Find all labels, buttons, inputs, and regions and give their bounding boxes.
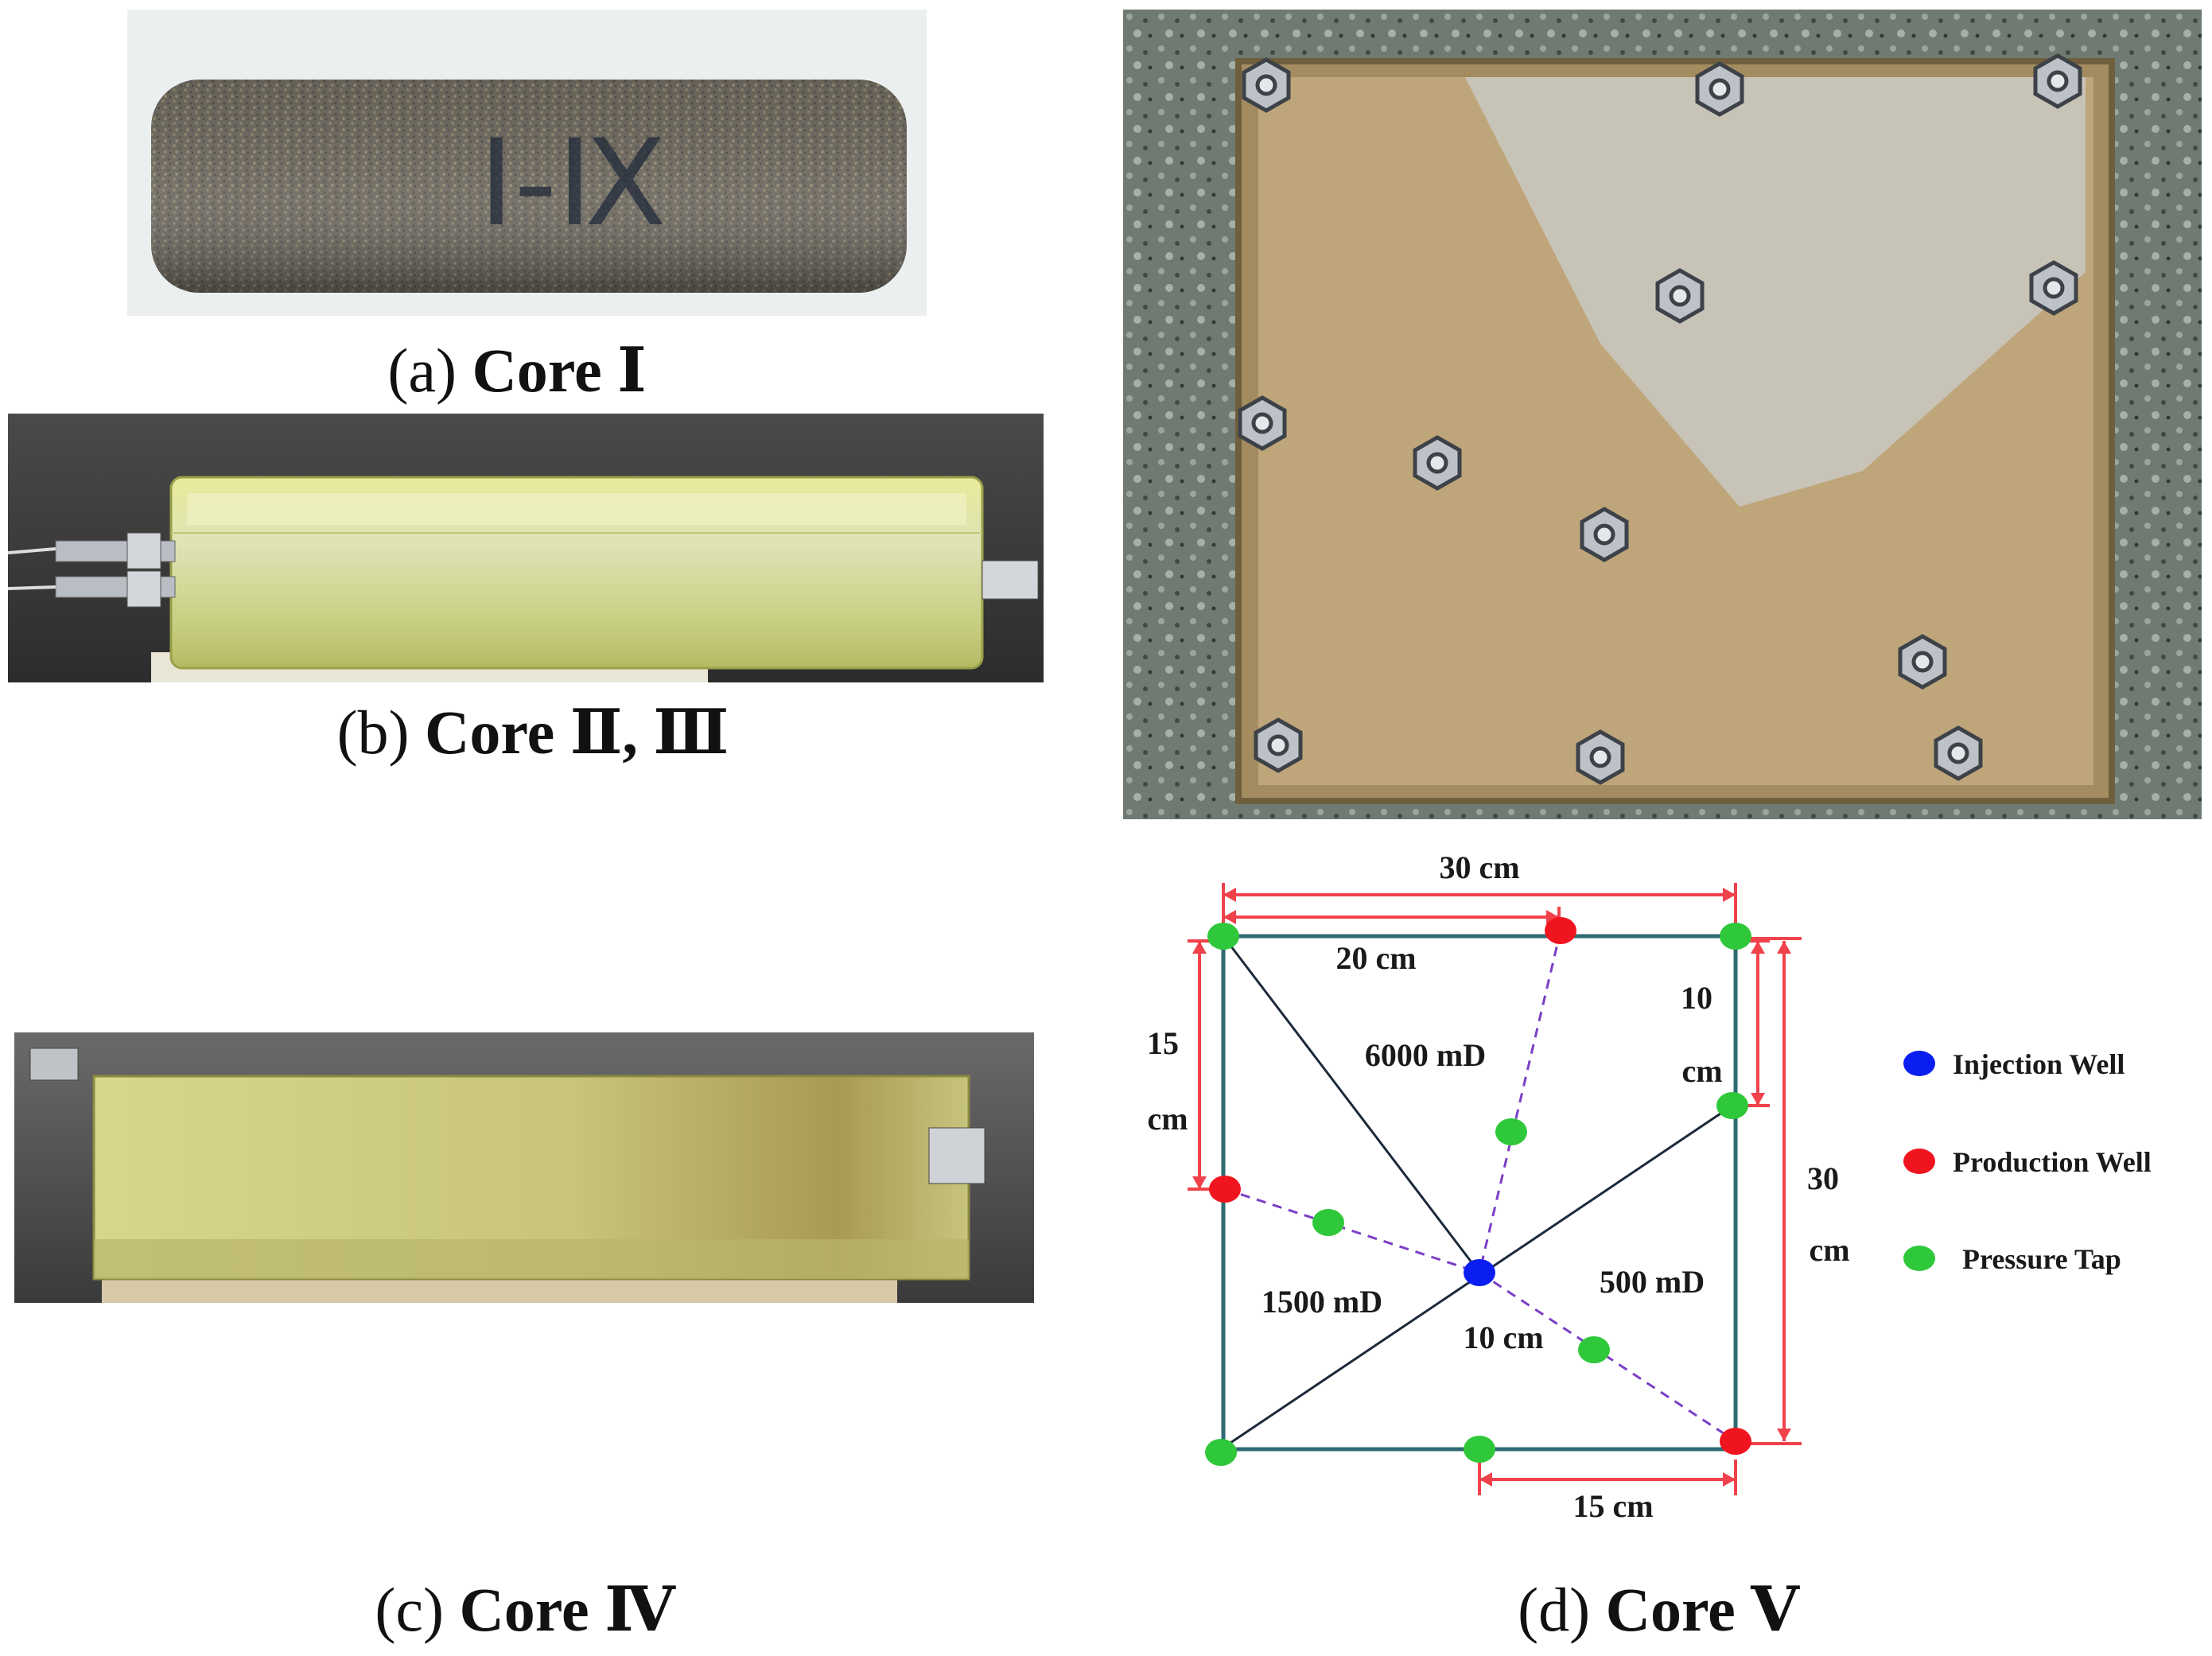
core-iv-photo xyxy=(14,1032,1034,1303)
legend-pressure-tap-label: Pressure Tap xyxy=(1962,1243,2121,1275)
pressure-tap-marker xyxy=(1716,1092,1748,1119)
legend-production-label: Production Well xyxy=(1953,1146,2152,1178)
fitting-right xyxy=(982,560,1039,600)
caption-core-v: (d) Core Ⅴ xyxy=(1483,1573,1833,1646)
dimension-arrowhead xyxy=(1723,888,1736,902)
zone-divider-line xyxy=(1222,935,1481,1273)
fitting-left xyxy=(8,532,176,608)
pressure-tap-marker xyxy=(1495,1118,1527,1145)
dimension-arrowhead xyxy=(1479,1472,1492,1487)
well-markers xyxy=(1205,917,1751,1466)
caption-core-ii-iii: (b) Core Ⅱ, Ⅲ xyxy=(294,696,772,768)
caption-letter: (c) xyxy=(375,1575,444,1644)
pressure-tap-marker xyxy=(1578,1336,1610,1363)
dimension-arrowhead xyxy=(1223,888,1236,902)
core-v-photo xyxy=(1123,10,2202,819)
fracture-dashed-line xyxy=(1479,1271,1736,1443)
well-fitting xyxy=(1413,435,1462,491)
caption-letter: (d) xyxy=(1518,1575,1591,1644)
caption-letter: (b) xyxy=(336,698,410,767)
caption-letter: (a) xyxy=(387,336,457,405)
dimension-arrowhead xyxy=(1223,910,1236,924)
core-ii-iii-photo xyxy=(8,414,1044,682)
core-i-photo: Ⅰ-Ⅸ xyxy=(127,10,927,316)
long-core-image xyxy=(14,1032,1034,1303)
legend-injection-marker xyxy=(1903,1051,1935,1076)
well-fitting xyxy=(2029,260,2078,316)
dim-right-outer-value-label: 30 xyxy=(1807,1160,1839,1196)
dimension-arrowhead xyxy=(1777,941,1791,954)
production-well-marker xyxy=(1545,917,1576,944)
caption-core-iv: (c) Core Ⅳ xyxy=(350,1573,700,1646)
well-fitting xyxy=(1695,61,1744,117)
core-marking-text: Ⅰ-Ⅸ xyxy=(479,115,667,253)
well-fitting xyxy=(1934,725,1983,781)
dim-left-value-label: 15 xyxy=(1147,1025,1179,1061)
dim-left-unit-label: cm xyxy=(1147,1101,1188,1137)
dimension-arrowhead xyxy=(1777,1429,1791,1441)
caption-core-i: (a) Core Ⅰ xyxy=(350,334,684,406)
pressure-tap-marker xyxy=(1207,923,1239,950)
zone-right-permeability-label: 500 mD xyxy=(1600,1264,1705,1300)
fracture-dashed-line xyxy=(1478,930,1562,1273)
legend: Injection Well Production Well Pressure … xyxy=(1903,1048,2152,1275)
well-fitting xyxy=(1576,729,1625,785)
dimension-arrowhead xyxy=(1751,941,1765,954)
caption-name: Core Ⅱ, Ⅲ xyxy=(425,698,729,767)
sandpack-model-image xyxy=(1123,10,2202,819)
dimension-arrowhead xyxy=(1546,910,1559,924)
model-boundary xyxy=(1221,934,1738,1452)
caption-name: Core Ⅳ xyxy=(459,1575,675,1644)
well-fitting xyxy=(1655,268,1705,324)
dim-center-label: 10 cm xyxy=(1463,1320,1543,1355)
pressure-tap-marker xyxy=(1464,1436,1495,1463)
well-fitting xyxy=(1898,634,1947,690)
well-fittings xyxy=(1238,53,2082,785)
dimension-arrowhead xyxy=(1751,1093,1765,1106)
pressure-tap-marker xyxy=(1312,1209,1344,1236)
epoxy-core-image xyxy=(8,414,1044,682)
production-well-marker xyxy=(1209,1176,1241,1203)
dim-right-outer-unit-label: cm xyxy=(1809,1232,1849,1268)
pressure-tap-marker xyxy=(1720,923,1751,950)
zone-left-permeability-label: 1500 mD xyxy=(1262,1284,1382,1320)
legend-injection-label: Injection Well xyxy=(1953,1048,2125,1080)
production-well-marker xyxy=(1720,1428,1751,1455)
legend-production-marker xyxy=(1903,1149,1935,1174)
legend-pressure-tap-marker xyxy=(1903,1246,1935,1271)
dimension-arrowhead xyxy=(1192,941,1207,954)
fracture-dashed-line xyxy=(1224,1188,1480,1274)
zone-top-permeability-label: 6000 mD xyxy=(1365,1037,1486,1073)
dimension-lines xyxy=(1188,883,1802,1495)
dim-top-outer-label: 30 cm xyxy=(1439,849,1519,885)
well-fitting xyxy=(1238,395,1287,451)
well-fitting xyxy=(2033,53,2082,109)
sandstone-core-image: Ⅰ-Ⅸ xyxy=(151,80,907,293)
caption-name: Core Ⅰ xyxy=(472,336,647,405)
well-fitting xyxy=(1580,507,1629,562)
caption-name: Core Ⅴ xyxy=(1605,1575,1799,1644)
dim-right-inner-unit-label: cm xyxy=(1681,1053,1722,1089)
well-fitting xyxy=(1242,57,1291,113)
core-v-schematic: 30 cm 20 cm 15 cm 10 cm 30 cm 15 cm 10 c… xyxy=(1147,849,2152,1524)
well-fitting xyxy=(1254,717,1303,773)
dimension-arrowhead xyxy=(1723,1472,1736,1487)
injection-well-marker xyxy=(1464,1259,1495,1286)
dim-top-inner-label: 20 cm xyxy=(1335,940,1416,976)
dim-bottom-label: 15 cm xyxy=(1573,1488,1653,1524)
dimension-arrowhead xyxy=(1192,1176,1207,1189)
dim-right-inner-value-label: 10 xyxy=(1681,980,1712,1016)
pressure-tap-marker xyxy=(1205,1439,1237,1466)
